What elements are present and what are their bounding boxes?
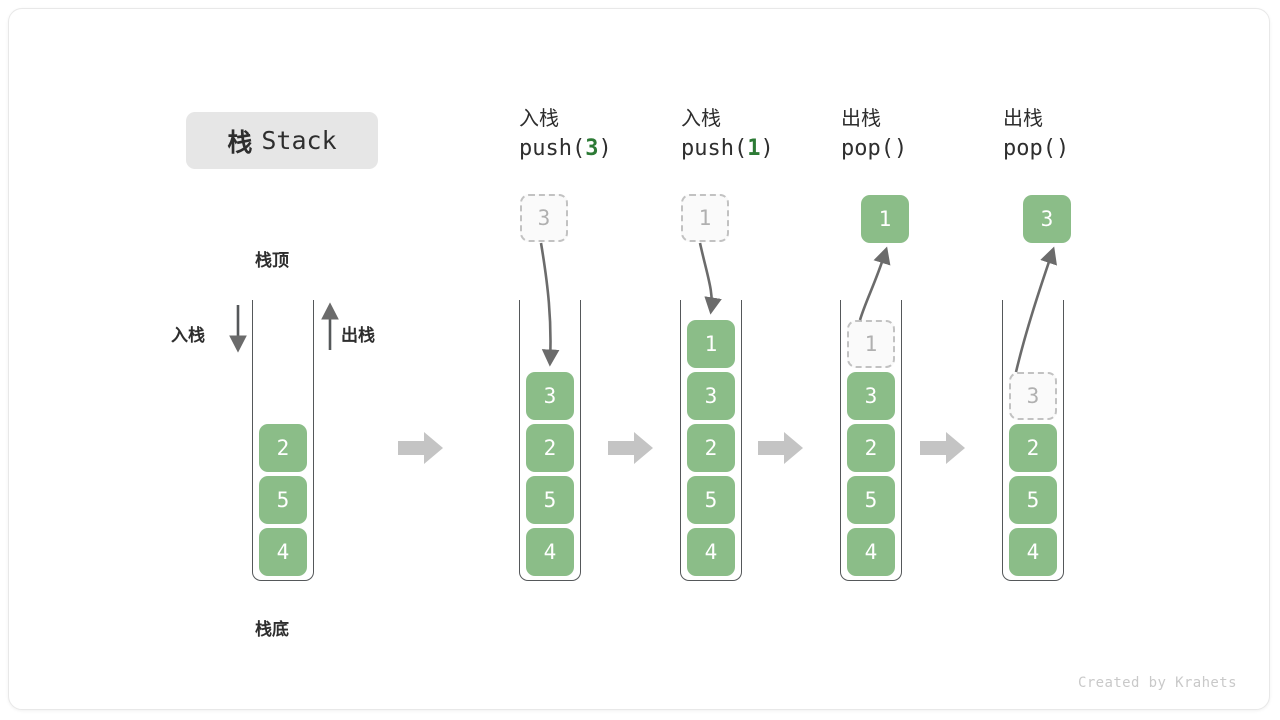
stack-element: 2 [1009, 424, 1057, 472]
tube-wall-l [1002, 300, 1003, 568]
stack-element: 2 [847, 424, 895, 472]
step-arrow [758, 430, 804, 466]
step-arrow [920, 430, 966, 466]
operation-code: push(1) [681, 135, 774, 161]
stack-element: 5 [847, 476, 895, 524]
column-header-pop-3: 出栈 pop() [1003, 106, 1069, 164]
stack-container-push-3 [519, 300, 581, 581]
tube-floor [519, 559, 581, 581]
stack-element: 2 [526, 424, 574, 472]
operation-name: 入栈 [519, 108, 559, 130]
tube-wall-l [252, 300, 253, 568]
operation-code: pop() [1003, 135, 1070, 161]
popped-element: 3 [1023, 195, 1071, 243]
stack-element: 5 [687, 476, 735, 524]
tube-wall-l [840, 300, 841, 568]
stack-element: 3 [526, 372, 574, 420]
removed-element-slot: 3 [1009, 372, 1057, 420]
tube-wall-r [741, 300, 742, 568]
step-arrow [398, 430, 444, 466]
stack-element: 5 [526, 476, 574, 524]
stack-container-push-1 [680, 300, 742, 581]
tube-wall-r [901, 300, 902, 568]
title-en: Stack [261, 126, 337, 155]
tube-wall-r [313, 300, 314, 568]
step-arrow [608, 430, 654, 466]
column-header-push-1: 入栈 push(1) [681, 106, 774, 164]
operation-argument: 1 [747, 135, 761, 161]
incoming-element: 3 [520, 194, 568, 242]
tube-wall-r [580, 300, 581, 568]
popped-element: 1 [861, 195, 909, 243]
column-header-pop-1: 出栈 pop() [841, 106, 907, 164]
operation-code: pop() [841, 135, 908, 161]
stack-element: 4 [526, 528, 574, 576]
tube-wall-l [519, 300, 520, 568]
stack-element: 2 [687, 424, 735, 472]
stack-element: 3 [687, 372, 735, 420]
tube-floor [840, 559, 902, 581]
stack-element: 4 [1009, 528, 1057, 576]
operation-code: push(3) [519, 135, 612, 161]
tube-floor [680, 559, 742, 581]
stack-element: 2 [259, 424, 307, 472]
incoming-element: 1 [681, 194, 729, 242]
operation-name: 出栈 [1003, 108, 1043, 130]
stack-element: 4 [259, 528, 307, 576]
tube-wall-l [680, 300, 681, 568]
stack-container-pop-1 [840, 300, 902, 581]
pop-direction-label: 出栈 [341, 326, 375, 345]
tube-floor [252, 559, 314, 581]
stack-container-initial [252, 300, 314, 581]
stack-element: 1 [687, 320, 735, 368]
stack-container-pop-3 [1002, 300, 1064, 581]
operation-name: 入栈 [681, 108, 721, 130]
operation-name: 出栈 [841, 108, 881, 130]
stack-top-label: 栈顶 [255, 251, 289, 270]
stack-element: 3 [847, 372, 895, 420]
column-header-push-3: 入栈 push(3) [519, 106, 612, 164]
diagram-title-chip: 栈 Stack [186, 112, 378, 169]
tube-wall-r [1063, 300, 1064, 568]
tube-floor [1002, 559, 1064, 581]
stack-element: 4 [847, 528, 895, 576]
stack-bottom-label: 栈底 [255, 620, 289, 639]
stack-element: 5 [1009, 476, 1057, 524]
removed-element-slot: 1 [847, 320, 895, 368]
footer-credit: Created by Krahets [1078, 675, 1237, 691]
operation-argument: 3 [585, 135, 599, 161]
stack-element: 5 [259, 476, 307, 524]
title-cn: 栈 [227, 128, 253, 157]
push-direction-label: 入栈 [171, 326, 205, 345]
stack-element: 4 [687, 528, 735, 576]
